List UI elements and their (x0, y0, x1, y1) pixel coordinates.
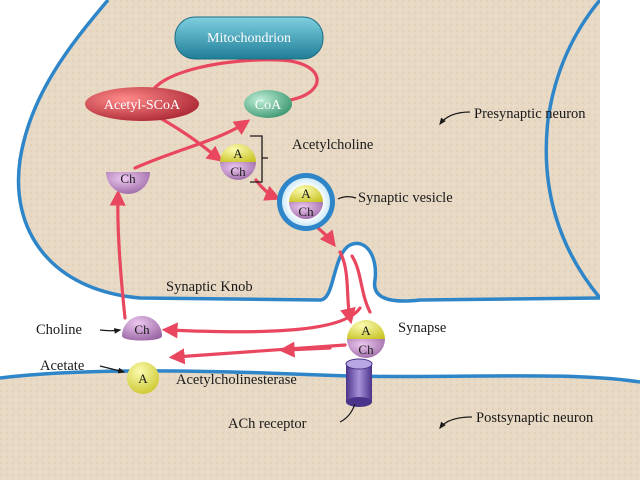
exocytosis-arrow-left (338, 250, 356, 325)
acetate-label: Acetate (40, 358, 84, 374)
presynaptic-terminal (18, 0, 600, 302)
presynaptic-membrane (16, 0, 601, 303)
acetyl-to-ach-arrow (158, 116, 224, 162)
cytoplasm-choline-label: Ch (120, 171, 136, 186)
synaptic-vesicle: A Ch (277, 173, 335, 231)
ach-acetyl-letter: A (233, 146, 243, 161)
choline-reuptake-arrow (109, 189, 127, 320)
coa-molecule: CoA (244, 90, 292, 118)
choline-leader-line (99, 328, 122, 334)
synthesis-pathway (109, 58, 372, 365)
postsynaptic-leader-line (439, 416, 473, 430)
cleft-choline: Ch (122, 316, 162, 341)
postsynaptic-neuron-label: Postsynaptic neuron (476, 410, 594, 426)
mitochondrion: Mitochondrion (174, 16, 324, 60)
cytoplasm-choline: Ch (106, 171, 150, 194)
vesicle-leader-line (337, 196, 357, 200)
vesicle-to-cleft-arrow (316, 226, 336, 248)
presynaptic-neuron-label: Presynaptic neuron (474, 106, 586, 122)
synaptic-knob-label: Synaptic Knob (166, 279, 253, 295)
vesicle-acetyl-letter: A (301, 186, 311, 201)
acetyl-scoa-molecule: Acetyl-SCoA (85, 87, 199, 121)
cytoplasm-acetylcholine: A Ch (220, 144, 256, 180)
hydrolysis-to-choline-arrow (161, 306, 362, 339)
coa-label: CoA (255, 98, 282, 113)
cleft-acetyl-letter: A (361, 323, 371, 338)
cleft-choline-label: Ch (134, 322, 150, 337)
ach-receptor-label: ACh receptor (228, 416, 307, 432)
presynaptic-leader-line (439, 111, 471, 126)
receptor-leader-line (339, 403, 356, 423)
presynaptic-membrane-right (544, 0, 602, 300)
mitochondrion-label: Mitochondrion (207, 31, 291, 46)
synapse-label: Synapse (398, 320, 446, 336)
postsynaptic-cell (0, 370, 640, 480)
acetylcholine-bracket (250, 135, 268, 183)
hydrolysis-to-acetate-arrow (168, 343, 347, 365)
ach-receptor (345, 358, 373, 407)
acetate-leader-line (99, 365, 126, 374)
hydrolysis-mid-arrow (278, 341, 332, 358)
ch-to-coa-arrow (133, 119, 251, 170)
postsynaptic-membrane (0, 369, 640, 384)
mito-loop-arrow (148, 58, 319, 102)
acetyl-scoa-label: Acetyl-SCoA (104, 98, 181, 113)
synaptic-vesicle-label: Synaptic vesicle (358, 190, 453, 206)
choline-label: Choline (36, 322, 82, 338)
exocytosis-arrow-right (350, 254, 372, 314)
ach-choline-letters: Ch (230, 164, 246, 179)
acetate-letter: A (138, 371, 148, 386)
cleft-choline-letters: Ch (358, 342, 374, 357)
acetylcholine-label: Acetylcholine (292, 137, 373, 153)
vesicle-choline-letters: Ch (298, 204, 314, 219)
acetate-molecule: A (127, 362, 159, 394)
acetylcholinesterase-label: Acetylcholinesterase (176, 372, 297, 388)
cleft-acetylcholine: A Ch (347, 320, 385, 358)
